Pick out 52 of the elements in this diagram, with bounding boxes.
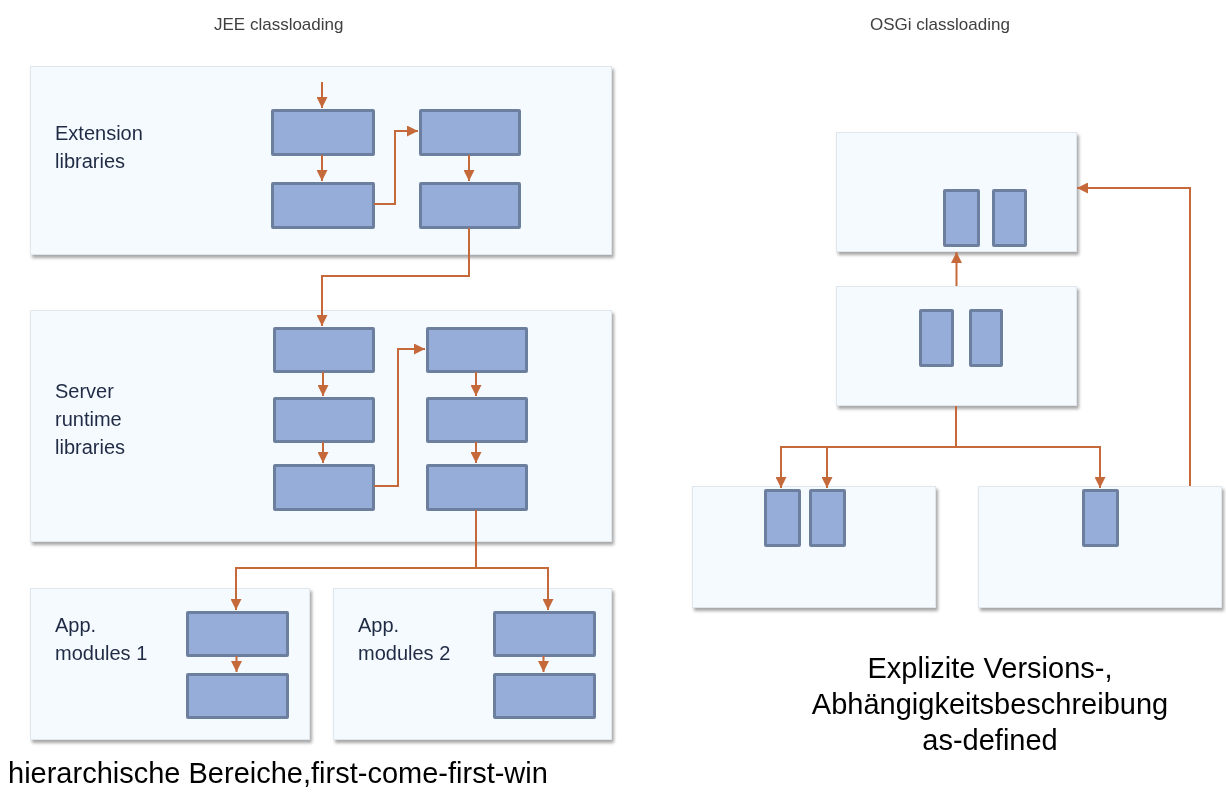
class-box [271,109,375,156]
library-panel [978,486,1222,608]
library-panel [836,132,1077,252]
class-box [186,673,289,719]
library-panel [836,286,1077,406]
arrow [538,655,549,673]
class-box [764,489,801,547]
class-box [943,189,980,247]
library-panel [333,588,612,740]
class-box [809,489,846,547]
panel-label: Server runtime libraries [55,379,127,460]
summary-text: Explizite Versions-, Abhängigkeitsbeschreibung as-defined [810,651,1170,758]
class-box [426,327,528,373]
arrow [470,371,482,397]
class-box [419,109,521,156]
arrow [463,154,475,182]
panel-label: Extension libraries [55,121,144,174]
section-heading: OSGi classloading [870,14,1010,36]
arrow [317,371,329,397]
library-panel [30,310,612,542]
arrow [373,343,426,487]
arrow [951,251,962,287]
arrow [373,125,419,205]
arrow [316,154,328,182]
panel-label: App. modules 2 [358,613,452,666]
library-panel [692,486,936,608]
arrow [955,405,1106,489]
arrow [470,441,482,464]
arrow [316,81,328,109]
summary-text: hierarchische Bereiche,first-come-first-win [8,756,548,791]
class-box [273,327,375,373]
class-box [426,397,528,443]
library-panel [30,588,310,740]
class-box [426,464,528,511]
class-box [273,397,375,443]
class-box [1082,489,1119,547]
library-panel [30,66,612,255]
arrow [316,227,470,327]
class-box [271,182,375,229]
class-box [969,309,1003,367]
panel-label: App. modules 1 [55,613,149,666]
class-box [186,611,289,657]
class-box [493,611,596,657]
class-box [992,189,1027,247]
section-heading: JEE classloading [214,14,344,36]
class-box [419,182,521,229]
arrow [231,655,242,673]
class-box [273,464,375,511]
arrow [1076,182,1191,487]
class-box [919,309,954,367]
arrow [317,441,329,464]
class-box [493,673,596,719]
